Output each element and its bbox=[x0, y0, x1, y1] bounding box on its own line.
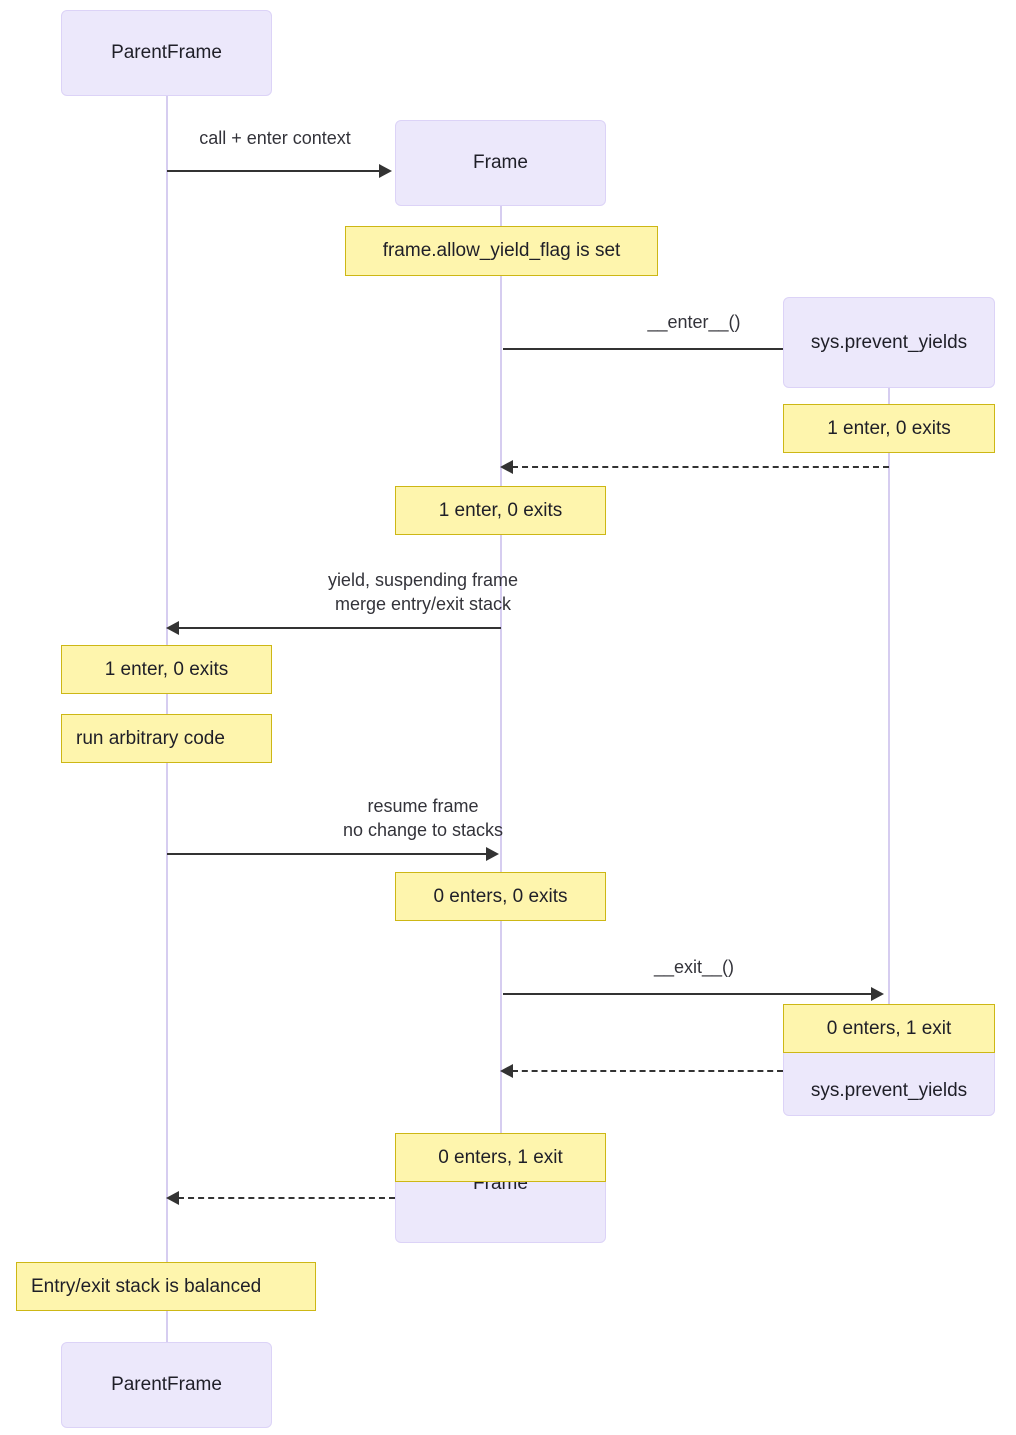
note-text: 0 enters, 1 exit bbox=[826, 1017, 952, 1039]
message-line-enter-return bbox=[512, 466, 889, 468]
message-arrowhead-resume-frame bbox=[486, 847, 499, 861]
participant-parentframe-bottom[interactable]: ParentFrame bbox=[61, 1342, 272, 1428]
note-frame-zero-counts: 0 enters, 0 exits bbox=[395, 872, 606, 921]
message-arrowhead-frame-return bbox=[166, 1191, 179, 1205]
note-stack-balanced: Entry/exit stack is balanced bbox=[16, 1262, 316, 1311]
note-parentframe-enter-count: 1 enter, 0 exits bbox=[61, 645, 272, 694]
message-label-text: yield, suspending frame merge entry/exit… bbox=[327, 570, 519, 614]
message-label-resume-frame: resume frame no change to stacks bbox=[178, 794, 668, 842]
participant-sys-prevent-yields-top[interactable]: sys.prevent_yields bbox=[783, 297, 995, 388]
message-line-call-enter-context bbox=[167, 170, 382, 172]
note-text: 0 enters, 0 exits bbox=[433, 885, 568, 907]
participant-label: Frame bbox=[473, 152, 528, 173]
note-prevent-yields-exit-count: 0 enters, 1 exit bbox=[783, 1004, 995, 1053]
message-label-text: resume frame no change to stacks bbox=[342, 796, 504, 840]
note-text: 1 enter, 0 exits bbox=[827, 417, 951, 439]
message-label-exit-call: __exit__() bbox=[653, 957, 735, 977]
message-arrowhead-call-enter-context bbox=[379, 164, 392, 178]
message-arrowhead-exit-call bbox=[871, 987, 884, 1001]
message-arrowhead-exit-return bbox=[500, 1064, 513, 1078]
note-text: run arbitrary code bbox=[76, 727, 225, 749]
note-run-arbitrary-code: run arbitrary code bbox=[61, 714, 272, 763]
participant-label: ParentFrame bbox=[111, 42, 222, 63]
message-line-resume-frame bbox=[167, 853, 489, 855]
message-line-exit-return bbox=[512, 1070, 783, 1072]
participant-label: ParentFrame bbox=[111, 1374, 222, 1395]
participant-parentframe-top[interactable]: ParentFrame bbox=[61, 10, 272, 96]
message-arrowhead-yield-suspend bbox=[166, 621, 179, 635]
message-line-exit-call bbox=[503, 993, 874, 995]
note-text: 0 enters, 1 exit bbox=[438, 1146, 563, 1168]
note-frame-enter-count: 1 enter, 0 exits bbox=[395, 486, 606, 535]
message-arrowhead-enter-return bbox=[500, 460, 513, 474]
note-prevent-yields-enter-count: 1 enter, 0 exits bbox=[783, 404, 995, 453]
message-label-yield-suspend: yield, suspending frame merge entry/exit… bbox=[178, 568, 668, 616]
message-line-frame-return bbox=[178, 1197, 395, 1199]
participant-frame-top[interactable]: Frame bbox=[395, 120, 606, 206]
note-frame-exit-count: 0 enters, 1 exit bbox=[395, 1133, 606, 1182]
participant-label: sys.prevent_yields bbox=[810, 331, 968, 353]
note-text: 1 enter, 0 exits bbox=[104, 658, 229, 680]
message-label-call-enter-context: call + enter context bbox=[199, 128, 351, 148]
participant-label: sys.prevent_yields bbox=[810, 1080, 968, 1101]
lifeline-sys-prevent-yields bbox=[888, 388, 890, 1053]
lifeline-frame bbox=[500, 205, 502, 1181]
note-text: Entry/exit stack is balanced bbox=[31, 1275, 262, 1297]
message-label-enter-call: __enter__() bbox=[647, 312, 741, 332]
note-text: 1 enter, 0 exits bbox=[438, 499, 563, 521]
note-allow-yield-flag: frame.allow_yield_flag is set bbox=[345, 226, 658, 276]
note-text: frame.allow_yield_flag is set bbox=[382, 240, 621, 261]
message-line-enter-call bbox=[503, 348, 874, 350]
message-line-yield-suspend bbox=[178, 627, 501, 629]
